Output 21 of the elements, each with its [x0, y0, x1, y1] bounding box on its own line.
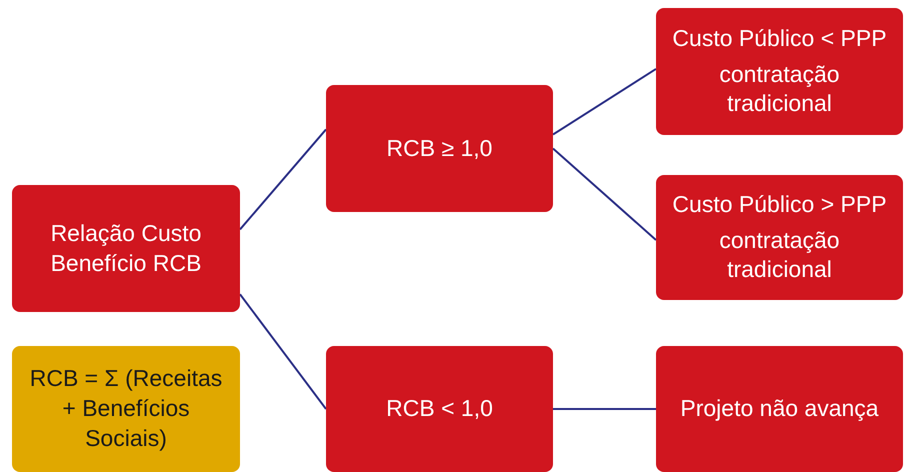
process-box [656, 8, 903, 135]
connector-line [239, 128, 327, 230]
process-box [656, 346, 903, 472]
process-box [326, 85, 553, 212]
process-box [12, 185, 240, 312]
connector-line [552, 68, 657, 136]
box-text: Relação Custo Benefício RCB [50, 218, 202, 278]
process-box [326, 346, 553, 472]
connector-line [553, 408, 656, 410]
box-text: contratação tradicional [718, 60, 841, 118]
box-text: RCB = Σ (Receitas + Benefícios Sociais) [28, 364, 224, 453]
box-text: RCB < 1,0 [386, 394, 493, 424]
box-text: Custo Público < PPP [672, 24, 887, 53]
process-box [656, 175, 903, 300]
connector-line [552, 148, 657, 241]
box-text: Projeto não avança [680, 394, 879, 424]
box-text: contratação tradicional [718, 226, 841, 284]
formula-box [12, 346, 240, 472]
box-text: RCB ≥ 1,0 [386, 134, 492, 163]
box-text: Custo Público > PPP [672, 190, 887, 219]
connector-line [239, 294, 327, 410]
